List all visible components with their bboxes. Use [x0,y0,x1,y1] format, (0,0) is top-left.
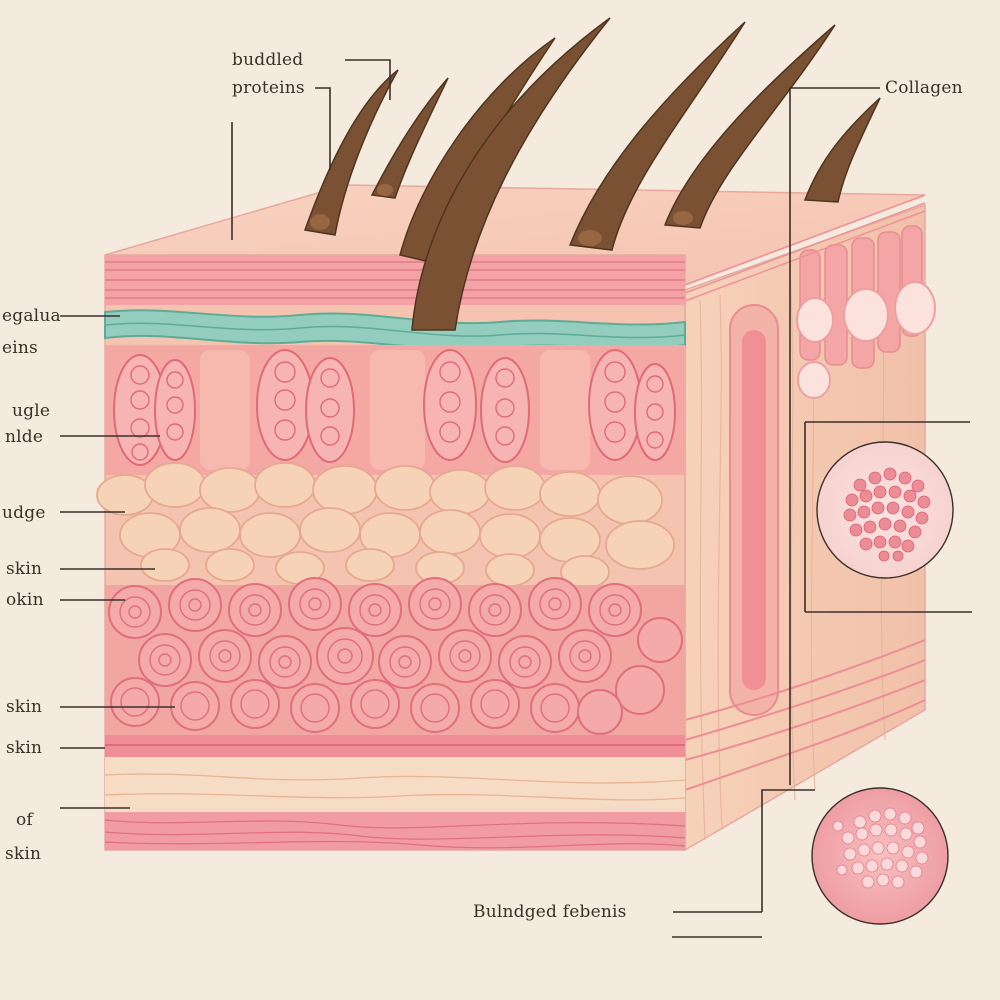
label-left-6a: of [16,810,33,830]
side-vessel [729,304,779,716]
label-left-1b: eins [2,338,38,358]
block-front-face [96,254,686,851]
label-left-6b: skin [5,844,42,864]
label-top-1: buddled [232,50,304,70]
hair-shafts [303,17,881,331]
hair-shaft-7 [803,97,881,203]
label-left-4a: skin [6,559,43,579]
label-left-5a: skin [6,697,43,717]
inset-protein-cluster [811,787,949,925]
inset-frame-collagen [804,421,972,613]
hypodermis-layer [104,757,686,850]
dermis-layer [105,345,685,475]
label-left-5b: skin [6,738,43,758]
hair-shaft-4 [411,17,611,331]
hair-shaft-5 [568,21,746,251]
label-collagen: Collagen [885,78,963,98]
collagen-cluster-icon [816,441,954,579]
label-left-4b: okin [6,590,44,610]
label-bottom-right: Bulndged febenis [473,902,627,922]
lower-band [105,735,685,757]
protein-cluster-icon [811,787,949,925]
label-left-2b: nlde [5,427,44,447]
fiber-bundle-layer [105,577,685,735]
epidermis-layer [105,255,685,305]
leader-lines [60,59,880,938]
label-left-2a: ugle [12,401,51,421]
hair-shaft-2 [370,77,449,199]
label-left-1a: egalua [2,306,61,326]
fat-lobule-layer [96,462,675,589]
label-top-2: proteins [232,78,305,98]
label-left-3: udge [2,503,46,523]
hair-shaft-6 [663,24,836,229]
